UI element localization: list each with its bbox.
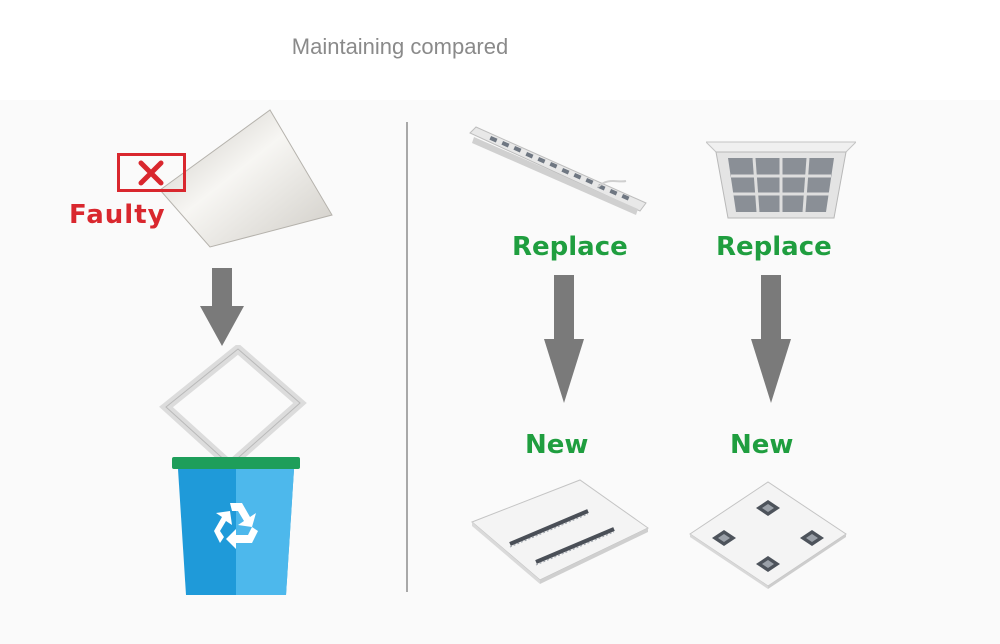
new-grid-panel [689, 481, 847, 589]
page-title: Maintaining compared [291, 34, 509, 59]
cross-mark-icon [117, 153, 186, 192]
replace-label-2: Replace [716, 232, 832, 262]
empty-panel-frame [159, 345, 307, 470]
down-arrow-icon [544, 275, 584, 403]
recycle-bin [172, 457, 300, 595]
linear-light-fixture [469, 126, 647, 215]
down-arrow-icon [200, 268, 244, 346]
new-label-2: New [730, 430, 794, 460]
recycle-icon [214, 503, 258, 549]
faulty-label: Faulty [69, 200, 166, 230]
grille-troffer-fixture [706, 141, 856, 219]
new-label-1: New [525, 430, 589, 460]
new-linear-panel [471, 479, 649, 584]
down-arrow-icon [751, 275, 791, 403]
section-divider [406, 122, 408, 592]
replace-label-1: Replace [512, 232, 628, 262]
faulty-panel-light [159, 109, 333, 248]
